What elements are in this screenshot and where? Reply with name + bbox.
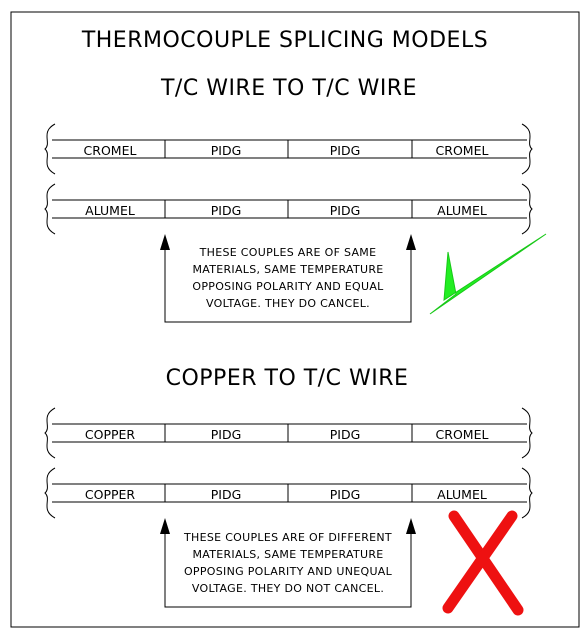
note-box-1: THESE COUPLES ARE OF SAME MATERIALS, SAM…	[160, 234, 416, 323]
check-icon	[429, 233, 547, 315]
cell: ALUMEL	[437, 203, 487, 218]
cell: PIDG	[330, 203, 361, 218]
note-line: THESE COUPLES ARE OF DIFFERENT	[183, 531, 392, 544]
note-line: THESE COUPLES ARE OF SAME	[199, 246, 377, 259]
cell: PIDG	[330, 427, 361, 442]
note-line: MATERIALS, SAME TEMPERATURE	[192, 548, 383, 561]
note-line: OPPOSING POLARITY AND UNEQUAL	[184, 565, 393, 578]
cell: PIDG	[211, 487, 242, 502]
cell: CROMEL	[436, 143, 489, 158]
splice-row-copper-cromel: COPPER PIDG PIDG CROMEL	[44, 407, 533, 459]
cell: PIDG	[211, 143, 242, 158]
arrow-up-icon	[406, 518, 416, 534]
cell: ALUMEL	[437, 487, 487, 502]
cell: PIDG	[211, 427, 242, 442]
cell: COPPER	[85, 427, 136, 442]
cross-icon	[442, 510, 524, 616]
note-line: OPPOSING POLARITY AND EQUAL	[192, 280, 384, 293]
splice-row-copper-alumel: COPPER PIDG PIDG ALUMEL	[44, 467, 533, 519]
arrow-up-icon	[160, 234, 170, 250]
note-box-2: THESE COUPLES ARE OF DIFFERENT MATERIALS…	[160, 518, 416, 608]
splice-row-alumel: ALUMEL PIDG PIDG ALUMEL	[44, 183, 533, 235]
cell: CROMEL	[84, 143, 137, 158]
arrow-up-icon	[160, 518, 170, 534]
section-2-heading: COPPER TO T/C WIRE	[166, 366, 409, 391]
splice-row-cromel: CROMEL PIDG PIDG CROMEL	[44, 123, 533, 175]
cell: ALUMEL	[85, 203, 135, 218]
cell: PIDG	[330, 487, 361, 502]
note-line: VOLTAGE. THEY DO NOT CANCEL.	[192, 582, 384, 595]
outer-border	[10, 11, 580, 628]
cell: CROMEL	[436, 427, 489, 442]
cell: COPPER	[85, 487, 136, 502]
section-1-heading: T/C WIRE TO T/C WIRE	[160, 76, 417, 101]
cell: PIDG	[330, 143, 361, 158]
cell: PIDG	[211, 203, 242, 218]
note-line: VOLTAGE. THEY DO CANCEL.	[206, 297, 370, 310]
arrow-up-icon	[406, 234, 416, 250]
note-line: MATERIALS, SAME TEMPERATURE	[192, 263, 383, 276]
diagram-title: THERMOCOUPLE SPLICING MODELS	[81, 28, 488, 53]
